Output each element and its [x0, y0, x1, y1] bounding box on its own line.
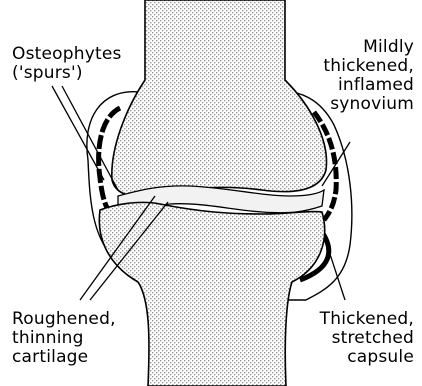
capsule-label-line-1: Thickened,	[320, 310, 414, 329]
synovium-label-line-3: inflamed	[323, 76, 414, 95]
osteophyte-pointer-1	[52, 86, 104, 180]
capsule-label-line-3: capsule	[320, 348, 414, 367]
osteophytes-label-line-2: ('spurs')	[12, 64, 122, 83]
capsule-label-line-2: stretched	[320, 329, 414, 348]
capsule-label: Thickened, stretched capsule	[320, 310, 414, 367]
capsule-pointer	[328, 248, 345, 300]
osteophyte-pointer-2	[62, 86, 118, 190]
lower-bone	[99, 202, 324, 386]
cartilage-label: Roughened, thinning cartilage	[12, 310, 116, 367]
upper-bone	[112, 0, 327, 197]
cartilage-label-line-2: thinning	[12, 329, 116, 348]
cartilage-label-line-1: Roughened,	[12, 310, 116, 329]
osteophytes-label: Osteophytes ('spurs')	[12, 45, 122, 83]
cartilage-label-line-3: cartilage	[12, 348, 116, 367]
synovium-label: Mildly thickened, inflamed synovium	[323, 38, 414, 114]
synovium-label-line-1: Mildly	[323, 38, 414, 57]
osteophytes-label-line-1: Osteophytes	[12, 45, 122, 64]
synovium-label-line-2: thickened,	[323, 57, 414, 76]
synovium-label-line-4: synovium	[323, 95, 414, 114]
